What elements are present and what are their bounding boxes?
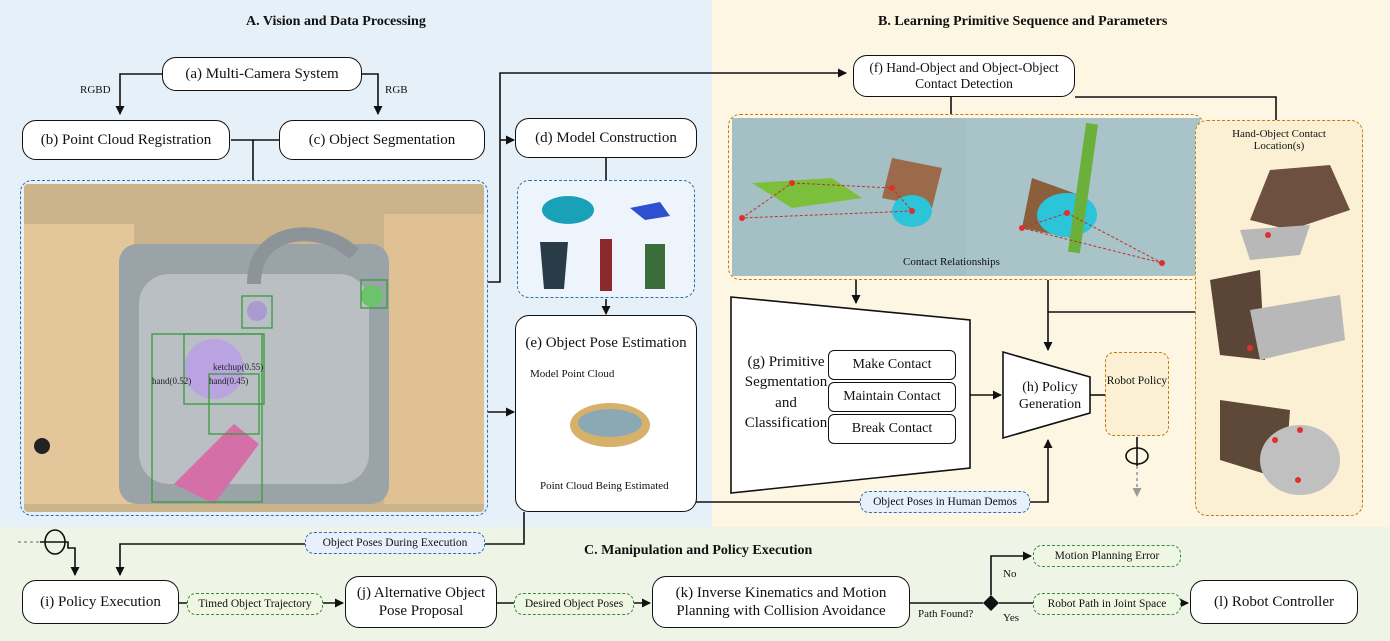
detection-label-1: ketchup(0.55) [213, 362, 264, 372]
box-robot-controller: (l) Robot Controller [1190, 580, 1358, 624]
model-thumbnails [540, 196, 670, 291]
label-policy-generation: (h) Policy Generation [1018, 380, 1082, 412]
label-rgb: RGB [385, 84, 408, 96]
segmentation-photo [24, 184, 484, 512]
box-multi-camera-system: (a) Multi-Camera System [162, 57, 362, 91]
button-make-contact: Make Contact [828, 350, 956, 380]
pill-motion-planning-error: Motion Planning Error [1033, 545, 1181, 567]
box-inverse-kinematics: (k) Inverse Kinematics and Motion Planni… [652, 576, 910, 628]
pill-robot-policy: Robot Policy [1105, 352, 1169, 436]
label-hand-object-contact: Hand-Object Contact Location(s) [1232, 128, 1326, 152]
label-contact-relationships: Contact Relationships [903, 256, 1000, 268]
label-primitive-segmentation: (g) Primitive Segmentation and Classific… [744, 354, 828, 431]
label-point-cloud-estimated: Point Cloud Being Estimated [540, 480, 669, 492]
pill-object-poses-human-demos: Object Poses in Human Demos [860, 491, 1030, 513]
box-object-segmentation: (c) Object Segmentation [279, 120, 485, 160]
pose-point-cloud-image [570, 403, 650, 447]
box-contact-detection: (f) Hand-Object and Object-Object Contac… [853, 55, 1075, 97]
pill-timed-object-trajectory: Timed Object Trajectory [187, 593, 323, 615]
label-path-found: Path Found? [918, 608, 974, 620]
contact-relationship-images [732, 118, 1200, 276]
box-alternative-pose-proposal: (j) Alternative Object Pose Proposal [345, 576, 497, 628]
section-title-a: A. Vision and Data Processing [246, 14, 426, 29]
detection-label-2: hand(0.52) [152, 376, 192, 386]
segmentation-photo-frame [20, 180, 488, 516]
box-point-cloud-registration: (b) Point Cloud Registration [22, 120, 230, 160]
section-title-c: C. Manipulation and Policy Execution [584, 543, 813, 558]
detection-label-3: hand(0.45) [209, 376, 249, 386]
pill-object-poses-execution: Object Poses During Execution [305, 532, 485, 554]
pill-desired-object-poses: Desired Object Poses [514, 593, 634, 615]
label-no: No [1003, 568, 1017, 580]
button-break-contact: Break Contact [828, 414, 956, 444]
pill-robot-path-joint-space: Robot Path in Joint Space [1033, 593, 1181, 615]
section-title-b: B. Learning Primitive Sequence and Param… [878, 14, 1168, 29]
button-maintain-contact: Maintain Contact [828, 382, 956, 412]
sink-scene-image [24, 184, 484, 512]
label-model-point-cloud: Model Point Cloud [530, 368, 615, 380]
box-model-construction: (d) Model Construction [515, 118, 697, 158]
label-yes: Yes [1003, 612, 1020, 624]
label-rgbd: RGBD [80, 84, 111, 96]
hand-contact-images [1210, 165, 1350, 495]
object-pose-estimation-title: (e) Object Pose Estimation [525, 335, 687, 351]
box-policy-execution: (i) Policy Execution [22, 580, 179, 624]
